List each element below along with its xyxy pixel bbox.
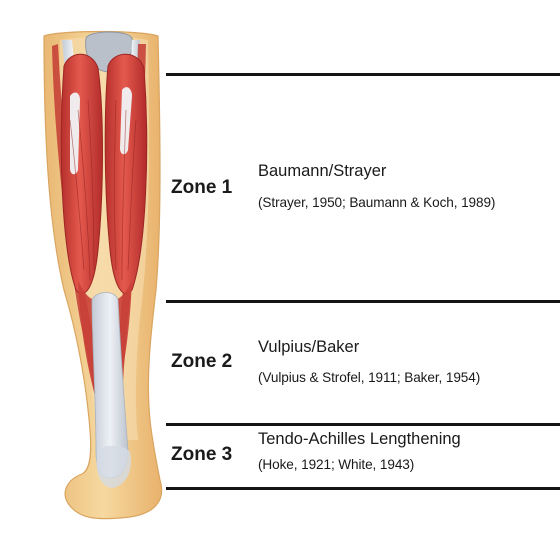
- zone-2-procedure: Vulpius/Baker: [258, 338, 359, 357]
- zone-2-3-divider: [166, 423, 560, 426]
- zone-3-bottom-divider: [166, 487, 560, 490]
- zone-1-2-divider: [166, 300, 560, 303]
- zone-1-procedure: Baumann/Strayer: [258, 162, 386, 181]
- zone-2-citation: (Vulpius & Strofel, 1911; Baker, 1954): [258, 370, 480, 385]
- leg-muscle-illustration: [0, 0, 170, 553]
- zone-3-procedure: Tendo-Achilles Lengthening: [258, 430, 461, 449]
- zone-3-label: Zone 3: [171, 444, 232, 466]
- zone-3-citation: (Hoke, 1921; White, 1943): [258, 457, 414, 472]
- zone-1-citation: (Strayer, 1950; Baumann & Koch, 1989): [258, 195, 495, 210]
- zone-1-top-divider: [166, 73, 560, 76]
- zone-2-label: Zone 2: [171, 351, 232, 373]
- zone-1-label: Zone 1: [171, 177, 232, 199]
